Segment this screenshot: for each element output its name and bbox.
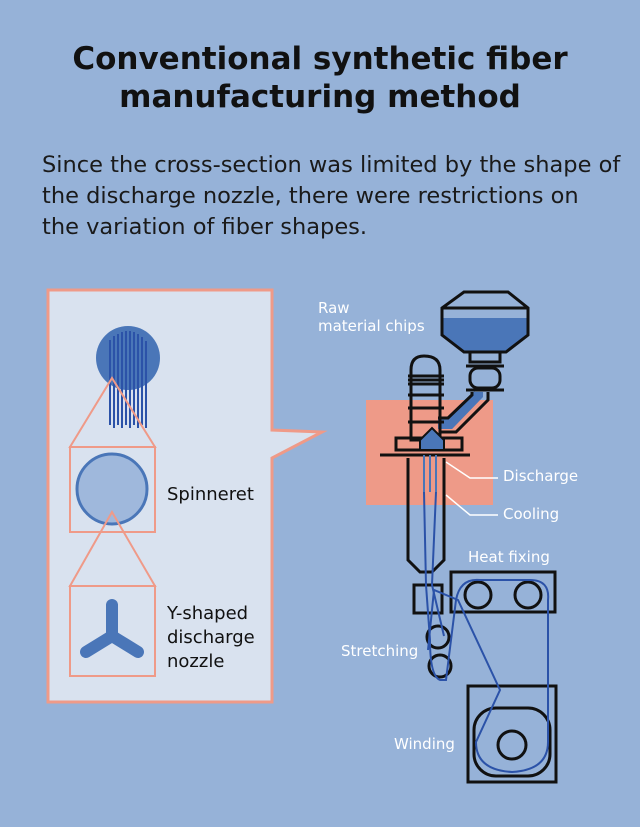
- page-title: Conventional synthetic fiber manufacturi…: [0, 40, 640, 116]
- cooling-label: Cooling: [503, 505, 560, 523]
- nozzle-label-line3: nozzle: [167, 651, 225, 672]
- stretch-roller-bottom: [427, 653, 453, 679]
- cooling-leader: [445, 494, 498, 516]
- description-text: Since the cross-section was limited by t…: [42, 152, 621, 240]
- spinning-nozzle-icon: [419, 426, 445, 451]
- winding-label: Winding: [394, 735, 455, 753]
- discharge-label: Discharge: [503, 467, 579, 485]
- spinneret-box: [69, 446, 156, 533]
- thread-path: [423, 491, 550, 774]
- heat-fixing-unit: [449, 570, 557, 614]
- feed-pipe: [438, 391, 483, 429]
- discharge-leader: [445, 461, 498, 479]
- raw-material-label-line1: Raw: [318, 299, 350, 317]
- heat-fixing-label: Heat fixing: [468, 548, 550, 566]
- winder-frame: [466, 684, 558, 784]
- title-line-1: Conventional synthetic fiber: [72, 41, 568, 77]
- title-line-2: manufacturing method: [119, 79, 521, 115]
- y-nozzle-box: [69, 585, 156, 677]
- raw-material-label-line2: material chips: [318, 317, 425, 335]
- heat-roller-right: [513, 580, 543, 610]
- winder-bobbin: [496, 729, 528, 761]
- extruder-icon: [408, 354, 444, 442]
- hopper-icon: [440, 290, 530, 392]
- spinneret-closeup-icon: [96, 326, 160, 428]
- nozzle-label-line2: discharge: [167, 627, 255, 648]
- spinneret-icon: [75, 452, 149, 526]
- heat-roller-left: [463, 580, 493, 610]
- winder-drum: [472, 706, 552, 778]
- nozzle-label-line1: Y-shaped: [167, 603, 249, 624]
- stretch-roller-top: [425, 624, 451, 650]
- y-shaped-nozzle-icon: [80, 599, 144, 658]
- spinneret-label: Spinneret: [167, 484, 254, 505]
- inset-callout-panel: [46, 288, 328, 704]
- stretching-label: Stretching: [341, 642, 419, 660]
